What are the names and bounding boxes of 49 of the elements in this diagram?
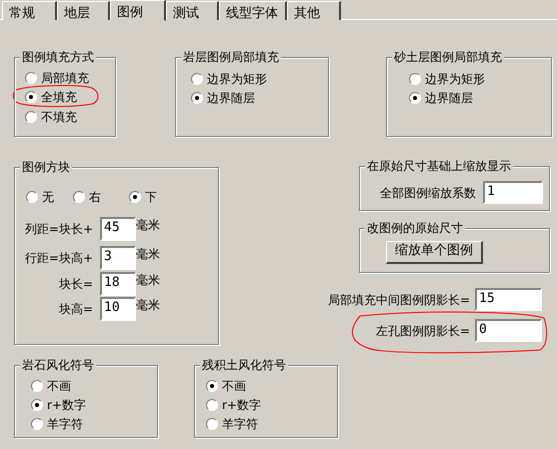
radio-button: r+数字 bbox=[206, 397, 261, 413]
input-field: 0 bbox=[475, 319, 542, 342]
radio-button: 边界为矩形 bbox=[191, 71, 267, 87]
group-title: 在原始尺寸基础上缩放显示 bbox=[365, 158, 513, 174]
unit-label: 毫米 bbox=[136, 217, 160, 233]
group-title: 岩层图例局部填充 bbox=[181, 49, 281, 65]
input-field: 3 bbox=[100, 246, 136, 270]
group-title: 砂土层图例局部填充 bbox=[392, 49, 504, 65]
input-field: 1 bbox=[483, 181, 543, 204]
radio-button: 局部填充 bbox=[25, 70, 89, 86]
radio-button: 不画 bbox=[206, 378, 246, 394]
group-title: 图例方块 bbox=[20, 159, 72, 175]
tab: 其他 bbox=[287, 1, 341, 20]
radio-button: 羊字符 bbox=[31, 416, 83, 432]
unit-label: 毫米 bbox=[136, 272, 160, 288]
field-label: 全部图例缩放系数 bbox=[380, 185, 476, 201]
input-field: 45 bbox=[100, 217, 136, 241]
push-button: 缩放单个图例 bbox=[386, 241, 483, 264]
radio-button: 右 bbox=[73, 189, 101, 205]
radio-button: 全填充 bbox=[25, 89, 77, 105]
group-title: 改图例的原始尺寸 bbox=[365, 220, 465, 236]
radio-button: 无 bbox=[26, 189, 54, 205]
radio-button: r+数字 bbox=[31, 397, 86, 413]
tab: 常规 bbox=[2, 1, 57, 20]
radio-button: 不填充 bbox=[25, 109, 77, 125]
field-label: 块长= bbox=[58, 276, 93, 292]
group-title: 图例填充方式 bbox=[20, 49, 96, 65]
tab: 线型字体 bbox=[219, 1, 287, 20]
tab: 测试 bbox=[166, 1, 219, 20]
input-field: 18 bbox=[100, 272, 136, 296]
field-label: 局部填充中间图例阴影长= bbox=[328, 292, 470, 308]
field-label: 块高= bbox=[58, 301, 93, 317]
field-label: 列距=块长+ bbox=[24, 221, 93, 237]
radio-button: 边界随层 bbox=[409, 90, 473, 106]
field-label: 左孔图例阴影长= bbox=[376, 323, 470, 339]
group-title: 残积土风化符号 bbox=[200, 357, 288, 373]
tab: 地层 bbox=[57, 1, 110, 20]
group-title: 岩石风化符号 bbox=[20, 357, 96, 373]
input-field: 10 bbox=[100, 297, 136, 321]
field-label: 行距=块高+ bbox=[24, 250, 93, 266]
input-field: 15 bbox=[475, 288, 542, 311]
tab: 图例 bbox=[110, 0, 166, 21]
radio-button: 不画 bbox=[31, 378, 71, 394]
radio-button: 边界为矩形 bbox=[409, 71, 485, 87]
radio-button: 边界随层 bbox=[191, 90, 255, 106]
radio-button: 羊字符 bbox=[206, 416, 258, 432]
radio-button: 下 bbox=[129, 189, 157, 205]
unit-label: 毫米 bbox=[136, 246, 160, 262]
unit-label: 毫米 bbox=[136, 297, 160, 313]
